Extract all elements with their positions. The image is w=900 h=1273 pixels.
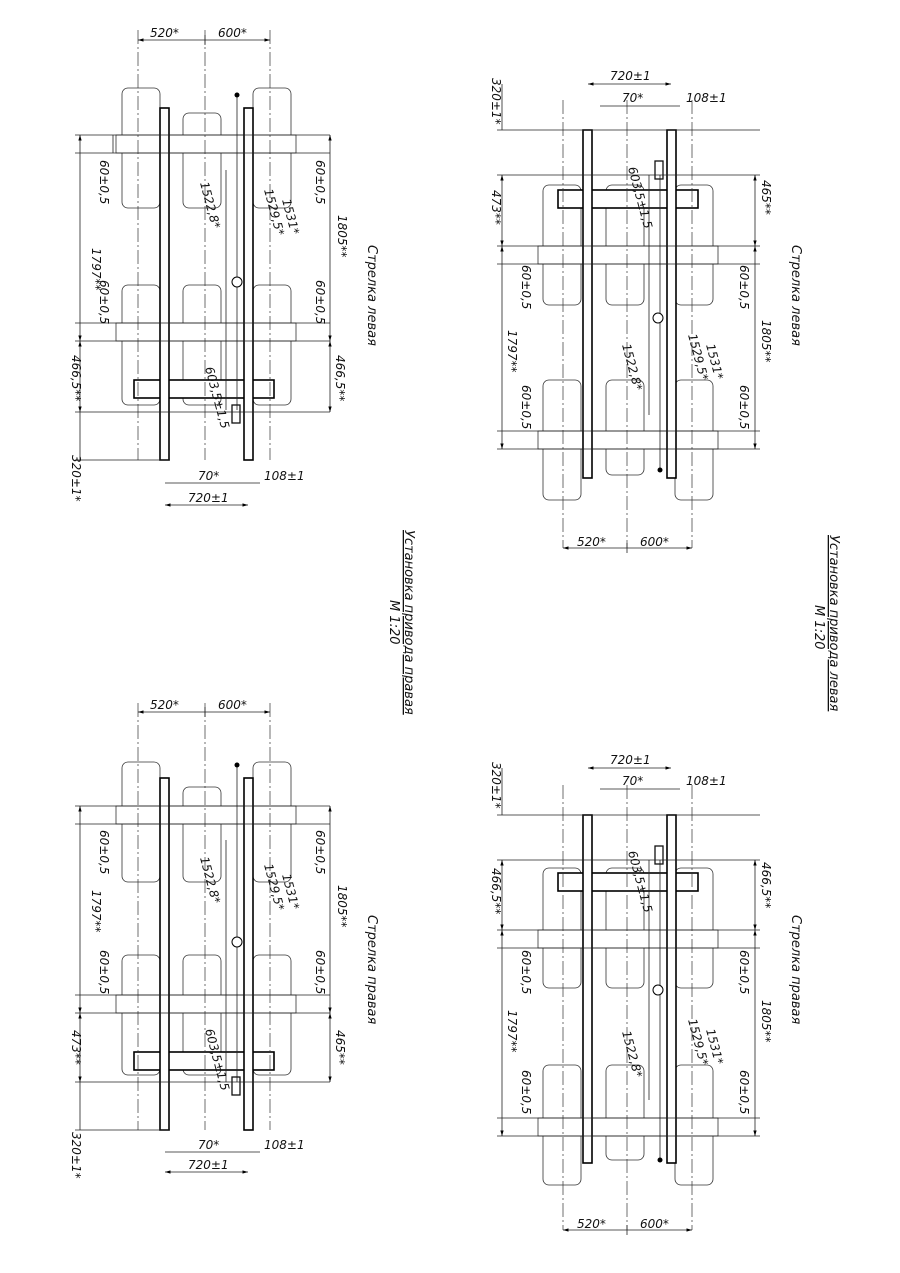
dim-60-a: 60±0,5 xyxy=(97,830,111,874)
caption-left: Установка привода правая М 1:20 xyxy=(386,530,416,715)
dim-60-d: 60±0,5 xyxy=(313,280,327,324)
dim-60-b: 60±0,5 xyxy=(519,1070,533,1114)
dim-60-d: 60±0,5 xyxy=(313,950,327,994)
dim-720: 720±1 xyxy=(610,753,651,767)
drawing-top-right: 720±1 70* 108±1 320±1* 473** 1797** 60±0… xyxy=(489,69,803,553)
drawing-top-left: 520* 600* 1797** 60±0,5 60±0,5 466,5** 3… xyxy=(69,26,379,507)
dim-720: 720±1 xyxy=(610,69,651,83)
dim-60-c: 60±0,5 xyxy=(737,950,751,994)
dim-720: 720±1 xyxy=(188,1158,229,1172)
drawing-title: Стрелка правая xyxy=(788,915,803,1025)
dim-466-a: 466,5** xyxy=(489,868,503,914)
dim-473: 473** xyxy=(69,1030,83,1065)
dim-108: 108±1 xyxy=(264,469,305,483)
dim-60-a: 60±0,5 xyxy=(519,265,533,309)
dim-1805: 1805** xyxy=(759,1000,773,1043)
dim-600: 600* xyxy=(640,1217,669,1231)
drawing-title: Стрелка правая xyxy=(364,915,379,1025)
dim-1805: 1805** xyxy=(335,215,349,258)
drawing-title: Стрелка левая xyxy=(788,245,803,346)
dim-70: 70* xyxy=(622,91,643,105)
sleepers xyxy=(121,87,292,406)
dim-520: 520* xyxy=(577,1217,606,1231)
dim-520: 520* xyxy=(150,26,179,40)
caption-left-scale: М 1:20 xyxy=(386,600,401,645)
dim-520: 520* xyxy=(577,535,606,549)
dim-320: 320±1* xyxy=(489,78,503,125)
dim-600: 600* xyxy=(218,26,247,40)
dim-70: 70* xyxy=(198,1138,219,1152)
dim-1797: 1797** xyxy=(89,248,103,291)
dim-1797: 1797** xyxy=(505,330,519,373)
dim-1797: 1797** xyxy=(89,890,103,933)
dim-60-b: 60±0,5 xyxy=(97,280,111,324)
dim-1805: 1805** xyxy=(759,320,773,363)
dim-60-d: 60±0,5 xyxy=(737,1070,751,1114)
dim-60-b: 60±0,5 xyxy=(97,950,111,994)
dim-60-b: 60±0,5 xyxy=(519,385,533,429)
dim-60-c: 60±0,5 xyxy=(737,265,751,309)
dim-1797: 1797** xyxy=(505,1010,519,1053)
dim-473: 473** xyxy=(489,190,503,225)
dim-466-b: 466,5** xyxy=(759,862,773,908)
drawing-bottom-right: 720±1 70* 108±1 320±1* 466,5** 1797** 60… xyxy=(489,753,803,1235)
dim-108: 108±1 xyxy=(686,774,727,788)
dim-465: 465** xyxy=(333,1030,347,1065)
dim-466-b: 466,5** xyxy=(333,355,347,401)
dim-320: 320±1* xyxy=(489,762,503,809)
dim-320: 320±1* xyxy=(69,1132,83,1179)
dim-60-a: 60±0,5 xyxy=(97,160,111,204)
drawing-bottom-left: 520* 600* 1797** 60±0,5 60±0,5 473** 320… xyxy=(69,698,379,1179)
caption-left-title: Установка привода правая xyxy=(401,530,416,715)
dim-70: 70* xyxy=(622,774,643,788)
dim-70: 70* xyxy=(198,469,219,483)
caption-right-title: Установка привода левая xyxy=(826,535,841,712)
drawing-title: Стрелка левая xyxy=(364,245,379,346)
dim-320: 320±1* xyxy=(69,455,83,502)
dim-600: 600* xyxy=(640,535,669,549)
dim-60-a: 60±0,5 xyxy=(519,950,533,994)
caption-right: Установка привода левая М 1:20 xyxy=(811,535,841,712)
dim-465: 465** xyxy=(759,180,773,215)
dim-60-d: 60±0,5 xyxy=(737,385,751,429)
dim-60-c: 60±0,5 xyxy=(313,160,327,204)
dim-720: 720±1 xyxy=(188,491,229,505)
dim-108: 108±1 xyxy=(264,1138,305,1152)
dim-60-c: 60±0,5 xyxy=(313,830,327,874)
dim-1805: 1805** xyxy=(335,885,349,928)
dim-108: 108±1 xyxy=(686,91,727,105)
dim-520: 520* xyxy=(150,698,179,712)
dim-600: 600* xyxy=(218,698,247,712)
caption-right-scale: М 1:20 xyxy=(811,605,826,650)
dim-466-a: 466,5** xyxy=(69,355,83,401)
